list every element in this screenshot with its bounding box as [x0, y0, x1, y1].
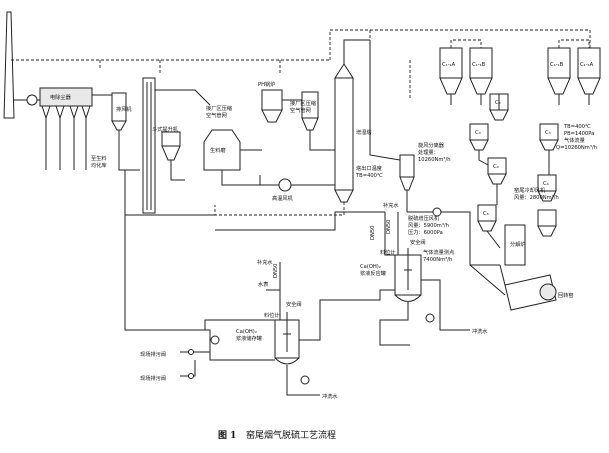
pb-boiler: PH锅炉 [258, 80, 283, 123]
reactor-label-1: Ca(OH)₂ [360, 264, 381, 270]
tower-temp-val: TB=400℃ [355, 173, 383, 179]
tower-temp-label: 塔出口温度 [356, 164, 382, 172]
cyclone-c3-right: C₃ [539, 123, 559, 151]
homogenizing-label: 均化库 [91, 161, 107, 169]
outlet-temp: TB=400℃ [563, 124, 591, 130]
compressed-air-1b-label: 空气管网 [206, 111, 227, 119]
second-separator [301, 91, 319, 131]
fill-water-l-label: 补充水 [257, 258, 273, 266]
dn50-b: DN50 [386, 220, 392, 234]
raw-mill-label: 生料磨 [210, 146, 226, 154]
compressed-air-2b-label: 空气管网 [290, 106, 311, 114]
raw-mill-to-label: 至生料 [91, 154, 107, 162]
svg-text:C₁-₁B: C₁-₁B [550, 62, 564, 68]
booster-fan [432, 207, 442, 217]
tank-label-2: 浆液储存罐 [236, 334, 262, 342]
bucket-elevator-label: 斗式提升机 [152, 125, 179, 133]
svg-text:C₅: C₅ [483, 211, 489, 217]
electrostatic-precipitator: 电除尘器 [39, 87, 93, 120]
cyclone-c3-left: C₃ [469, 123, 489, 151]
cooling-fan-flow: 风量：2800Nm³/h [514, 194, 559, 201]
gas-measure-val: 7400Nm³/h [423, 257, 452, 263]
cyclone-c1-1b: C₁-₁B [469, 47, 493, 95]
caoh2-storage-tank [274, 312, 300, 365]
rotary-kiln-label: 回转窑 [558, 291, 574, 299]
drain-2-label: 现场排污阀 [140, 374, 166, 382]
level-gauge-l-label: 料位计 [264, 311, 280, 319]
safety-valve-r-label: 安全阀 [410, 238, 426, 246]
outlet-flow-val: Q=10260Nm³/h [556, 145, 597, 151]
chimney [3, 11, 15, 119]
cyclone-c4-left: C₄ [487, 157, 507, 185]
left-fan-label: 排风机 [116, 105, 132, 113]
drain-1-label: 现场排污阀 [140, 350, 166, 358]
compressed-air-2-label: 接厂区压缩 [290, 99, 316, 107]
svg-text:C₁-₁B: C₁-₁B [472, 62, 486, 68]
cyclone-c1-1a-right: C₁-₁A [577, 47, 601, 95]
drain-valve-2 [188, 373, 194, 379]
cyclone-c4-right: C₄ [537, 174, 557, 202]
cyclone-c5: C₅ [477, 204, 497, 232]
compressed-air-1-label: 接厂区压缩 [206, 104, 232, 112]
svg-text:C₄: C₄ [493, 164, 499, 170]
esp-label: 电除尘器 [50, 93, 72, 101]
reactor-pump [425, 313, 435, 323]
water-meter-label: 水表 [258, 280, 269, 288]
svg-text:C₂: C₂ [495, 100, 501, 106]
raw-mill: 生料磨 [203, 129, 241, 171]
rinse-water-r-label: 冲洗水 [472, 327, 488, 335]
cyclone-c1-1a: C₁-₁A [439, 47, 463, 95]
safety-valve-l-label: 安全阀 [286, 300, 302, 308]
humidifying-tower-label: 增湿塔 [356, 128, 372, 136]
cyclone-separator [399, 154, 415, 191]
drain-valve-1 [188, 349, 194, 355]
caption-number: 图 1 [218, 430, 236, 441]
reactor-label-2: 浆液反应罐 [360, 269, 386, 277]
cyclone-label-1: 旋风分离器 [418, 141, 445, 149]
tank-label-1: Ca(OH)₂ [236, 329, 257, 335]
bucket-elevator [142, 77, 156, 214]
cyclone-c5-right [537, 209, 557, 237]
decomposition-furnace: 分解炉 [504, 224, 526, 266]
pb-boiler-label: PH锅炉 [258, 80, 275, 88]
caption-title: 窑尾烟气脱硫工艺流程 [246, 429, 336, 441]
decomposition-label: 分解炉 [510, 240, 526, 248]
dn50-a: DN50 [370, 226, 376, 240]
svg-text:C₁-₁A: C₁-₁A [442, 62, 456, 68]
gas-measure-label: 气体流量测点 [423, 248, 454, 256]
svg-text:C₃: C₃ [545, 130, 551, 136]
booster-fan-label: 脱硫增压风机 [408, 214, 440, 222]
loop-pump [210, 335, 220, 345]
rotary-kiln: 回转窑 [504, 274, 574, 311]
dn50-c: DN50 [273, 264, 279, 278]
outlet-pb: PB=1400Pa [564, 131, 594, 137]
hot-fan-label: 高温风机 [272, 194, 294, 202]
small-separator [161, 131, 181, 161]
outlet-flow: 气体流量 [564, 136, 585, 144]
rinse-water-b-label: 冲洗水 [322, 392, 338, 400]
svg-text:C₁-₁A: C₁-₁A [580, 62, 594, 68]
fill-water-r-label: 补充水 [383, 201, 399, 209]
caoh2-reactor-tank [394, 248, 422, 302]
svg-text:C₄: C₄ [543, 181, 549, 187]
level-gauge-r-label: 料位计 [380, 248, 396, 256]
inlet-fan [14, 94, 38, 106]
cyclone-label-2: 处理量： [418, 148, 439, 156]
cooling-fan-label: 窑尾冷却风机 [514, 186, 546, 194]
booster-flow-label: 风量：5900m³/h [408, 222, 449, 229]
hot-fan [278, 178, 292, 192]
booster-press-label: 压力：6000Pa [408, 228, 443, 236]
cyclone-label-3: 10260Nm³/h [418, 157, 451, 163]
left-fan: 排风机 [111, 92, 132, 131]
cyclone-c1-1b-right: C₁-₁B [547, 47, 571, 95]
svg-text:C₃: C₃ [475, 130, 481, 136]
humidifying-tower: 增湿塔 [334, 63, 372, 203]
tank-pump [300, 375, 310, 385]
